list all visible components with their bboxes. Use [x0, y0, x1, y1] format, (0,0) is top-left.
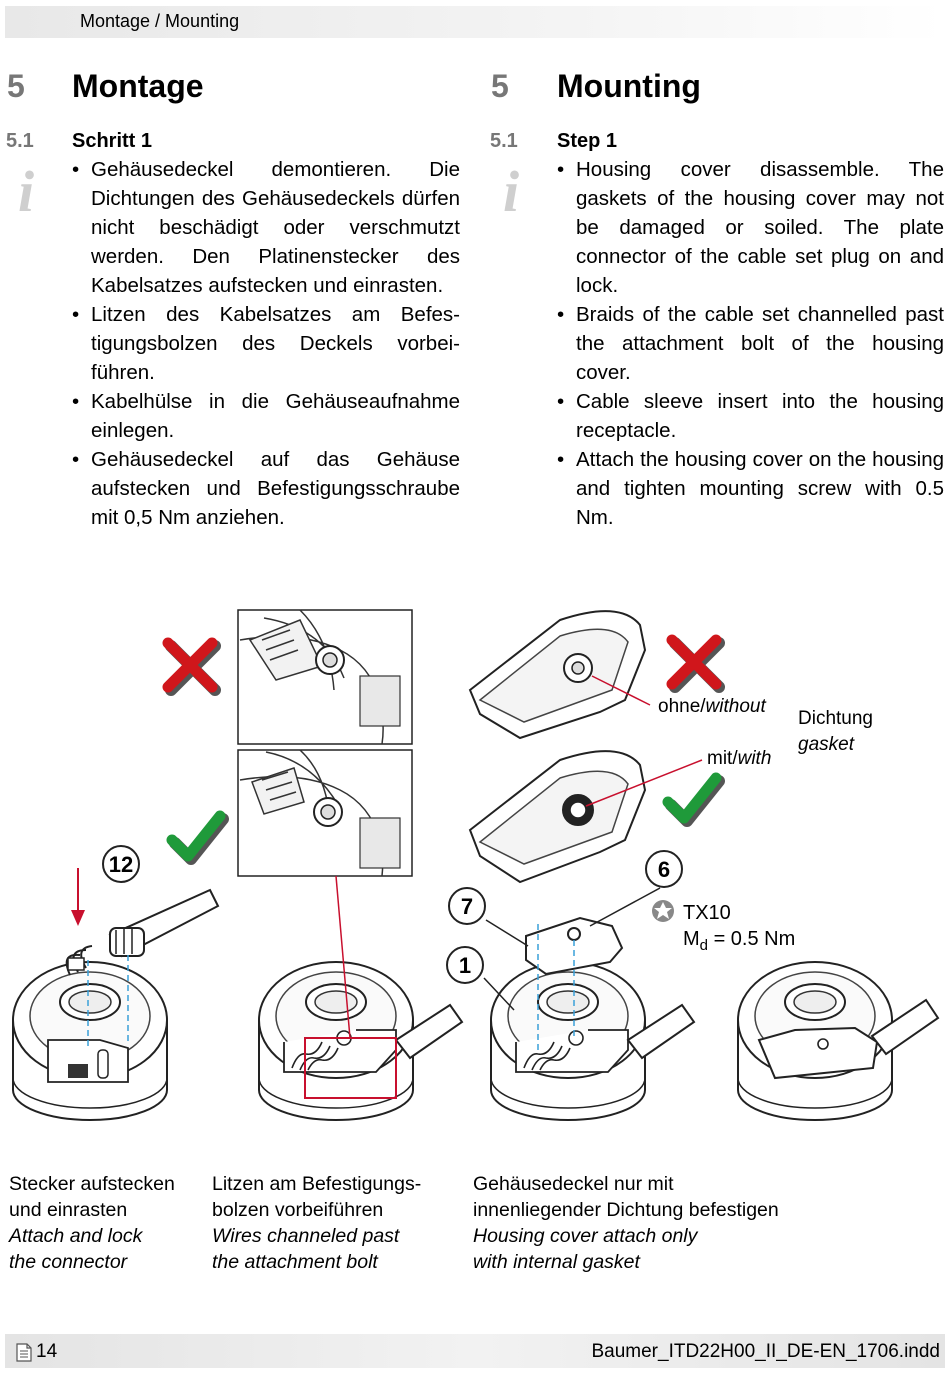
callout-6: 6: [658, 857, 670, 882]
svg-text:ohne/without: ohne/without: [658, 696, 766, 717]
label-with-en: with: [738, 748, 772, 769]
label-gasket-de: Dichtung: [798, 708, 873, 729]
torx-icon: [652, 900, 674, 922]
running-header: Montage / Mounting: [80, 11, 240, 31]
assembly-figure: ohne/without mit/with Dichtung gasket 12…: [12, 609, 940, 1121]
label-gasket-en: gasket: [798, 734, 855, 755]
encoder-assembled: [737, 961, 893, 1121]
subsection-title-de: Schritt 1: [72, 130, 153, 152]
callout-1: 1: [459, 953, 471, 978]
svg-text:mit/with: mit/with: [707, 748, 771, 769]
arrow-down-icon: [71, 868, 85, 926]
caption-wires: Litzen am Befestigungs- bolzen vorbeifüh…: [212, 1173, 422, 1273]
highlight-box: [304, 1037, 397, 1099]
list-item: Braids of the cable set channel­led past…: [557, 300, 944, 387]
header-bar: [5, 6, 945, 38]
page-number: 14: [16, 1341, 57, 1363]
info-icon: i: [18, 159, 35, 224]
callout-12: 12: [109, 852, 133, 877]
torque-value: = 0.5 Nm: [708, 928, 795, 950]
label-without-de: ohne/: [658, 696, 706, 717]
document-icon: [16, 1342, 32, 1362]
callout-7: 7: [461, 894, 473, 919]
list-item: Housing cover disassemble. The gaskets o…: [557, 155, 944, 300]
check-icon: [172, 816, 223, 859]
encoder-step-wires: [258, 961, 414, 1121]
tool-label: TX10: [683, 902, 731, 924]
cross-icon: [168, 643, 215, 690]
caption-connector: Stecker aufstecken und einrasten Attach …: [9, 1173, 175, 1273]
footer-bar: [5, 1334, 945, 1368]
torque-symbol: M: [683, 928, 700, 950]
list-item: Kabelhülse in die Gehäuseaufnah­me einle…: [72, 387, 460, 445]
list-item: Litzen des Kabelsatzes am Befes­tigungsb…: [72, 300, 460, 387]
step-list-de: Gehäusedeckel demontieren. Die Dichtunge…: [72, 155, 460, 532]
encoder-step-connector: [12, 961, 168, 1121]
subsection-number-en: 5.1: [490, 130, 518, 152]
info-icon: i: [503, 159, 520, 224]
caption-cover: Gehäusedeckel nur mit innenliegender Dic…: [473, 1173, 779, 1273]
svg-text:Md = 0.5 Nm: Md = 0.5 Nm: [683, 928, 795, 954]
list-item: Attach the housing cover on the housing …: [557, 445, 944, 532]
cross-icon: [672, 640, 719, 687]
list-item: Gehäusedeckel auf das Gehäu­se aufstecke…: [72, 445, 460, 532]
file-name: Baumer_ITD22H00_II_DE-EN_1706.indd: [591, 1341, 940, 1362]
label-without-en: without: [706, 696, 767, 717]
torque-subscript: d: [700, 937, 708, 954]
check-icon: [668, 778, 719, 821]
subsection-title-en: Step 1: [557, 130, 618, 152]
section-number-en: 5: [491, 68, 509, 104]
section-title-de: Montage: [72, 68, 204, 104]
list-item: Gehäusedeckel demontieren. Die Dichtunge…: [72, 155, 460, 300]
list-item: Cable sleeve insert into the hou­sing re…: [557, 387, 944, 445]
step-list-en: Housing cover disassemble. The gaskets o…: [557, 155, 944, 532]
label-with-de: mit/: [707, 748, 738, 769]
subsection-number-de: 5.1: [6, 130, 34, 152]
section-title-en: Mounting: [557, 68, 701, 104]
encoder-step-cover: [490, 961, 646, 1121]
section-number-de: 5: [7, 68, 25, 104]
